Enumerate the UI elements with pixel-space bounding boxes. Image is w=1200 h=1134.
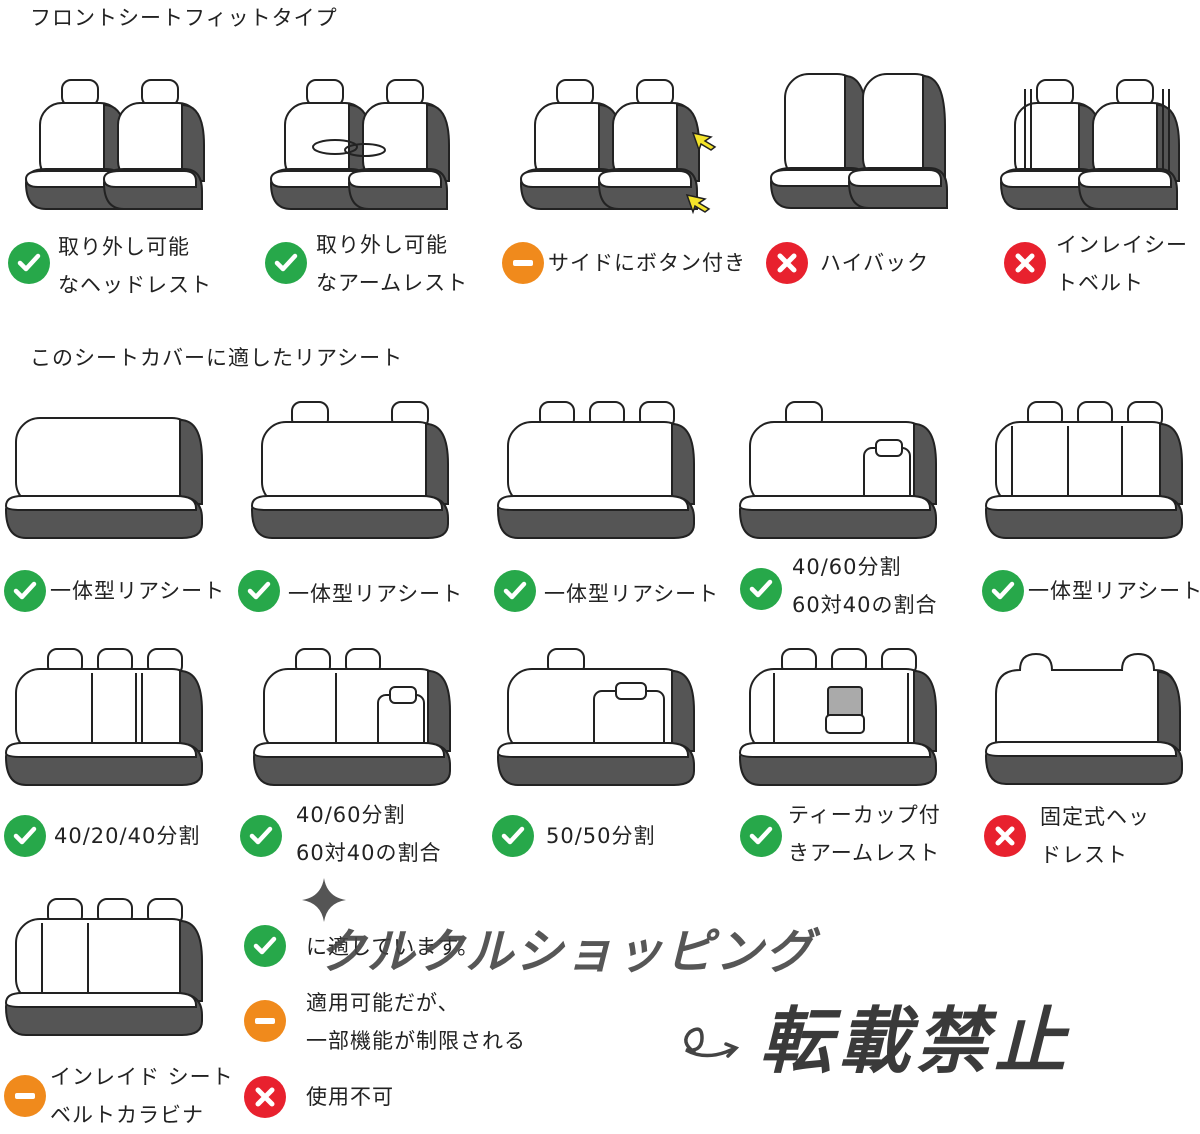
legend-partial: 適用可能だが、一部機能が制限される xyxy=(306,991,526,1053)
swirl-arrow-icon xyxy=(674,1022,754,1072)
watermark-no-reprint: 転載禁止 xyxy=(760,999,1073,1083)
front-label-4: ハイバック xyxy=(820,251,930,275)
check-icon xyxy=(8,242,50,284)
front-section-title: フロントシートフィットタイプ xyxy=(30,6,338,30)
rear-seat-40-60-armrest-illustration xyxy=(250,645,455,790)
sparkle-icon xyxy=(300,876,348,928)
cross-icon xyxy=(244,1076,286,1118)
rear2-label-3: 50/50分割 xyxy=(546,824,656,848)
check-icon xyxy=(494,570,536,612)
front-seat-removable-armrest-illustration xyxy=(265,75,465,220)
rear-section-title: このシートカバーに適したリアシート xyxy=(30,346,404,370)
partial-icon xyxy=(4,1075,46,1117)
check-icon xyxy=(265,242,307,284)
cross-icon xyxy=(1004,242,1046,284)
check-icon xyxy=(240,815,282,857)
rear-seat-teacup-armrest-illustration xyxy=(736,645,941,790)
rear2-label-1: 40/20/40分割 xyxy=(54,824,201,848)
front-seat-inlay-seatbelt-illustration xyxy=(995,75,1195,220)
cross-icon xyxy=(984,815,1026,857)
rear-seat-inlaid-carabiner-illustration xyxy=(2,895,207,1040)
cross-icon xyxy=(766,242,808,284)
rear2-label-5: 固定式ヘッドレスト xyxy=(1040,805,1150,867)
front-seat-side-buttons-illustration xyxy=(515,75,720,220)
check-icon xyxy=(740,568,782,610)
rear1-label-1: 一体型リアシート xyxy=(50,579,226,603)
check-icon xyxy=(244,925,286,967)
partial-icon xyxy=(244,1000,286,1042)
rear-seat-bench-inlay-belts-illustration xyxy=(982,398,1187,543)
rear-seat-40-20-40-split-illustration xyxy=(2,645,207,790)
rear-seat-fixed-headrest-illustration xyxy=(982,650,1187,790)
rear1-label-2: 一体型リアシート xyxy=(288,582,464,606)
front-label-3: サイドにボタン付き xyxy=(548,251,746,275)
rear1-label-5: 一体型リアシート xyxy=(1028,579,1200,603)
rear-seat-bench-plain-illustration xyxy=(2,412,207,542)
rear2-label-4: ティーカップ付きアームレスト xyxy=(788,803,941,865)
legend-suitable: に適しています。 xyxy=(306,935,480,959)
check-icon xyxy=(238,570,280,612)
partial-icon xyxy=(502,242,544,284)
rear-seat-50-50-split-illustration xyxy=(494,645,699,790)
legend-unusable: 使用不可 xyxy=(306,1085,394,1109)
check-icon xyxy=(982,570,1024,612)
check-icon xyxy=(4,815,46,857)
rear-seat-bench-two-headrests-illustration xyxy=(248,398,453,543)
front-label-2: 取り外し可能なアームレスト xyxy=(316,233,469,295)
front-seat-removable-headrest-illustration xyxy=(20,75,220,220)
front-label-5: インレイシートベルト xyxy=(1056,233,1188,295)
rear-seat-bench-three-headrests-illustration xyxy=(494,398,699,543)
front-label-1: 取り外し可能なヘッドレスト xyxy=(58,235,212,297)
rear3-label: インレイド シートベルトカラビナ xyxy=(50,1065,234,1127)
watermark-shop-name: クルクルショッピング xyxy=(318,924,816,980)
check-icon xyxy=(740,815,782,857)
check-icon xyxy=(4,570,46,612)
rear1-label-3: 一体型リアシート xyxy=(544,582,720,606)
front-seat-high-back-illustration xyxy=(765,68,965,218)
rear-seat-40-60-split-illustration xyxy=(736,398,941,543)
check-icon xyxy=(492,815,534,857)
